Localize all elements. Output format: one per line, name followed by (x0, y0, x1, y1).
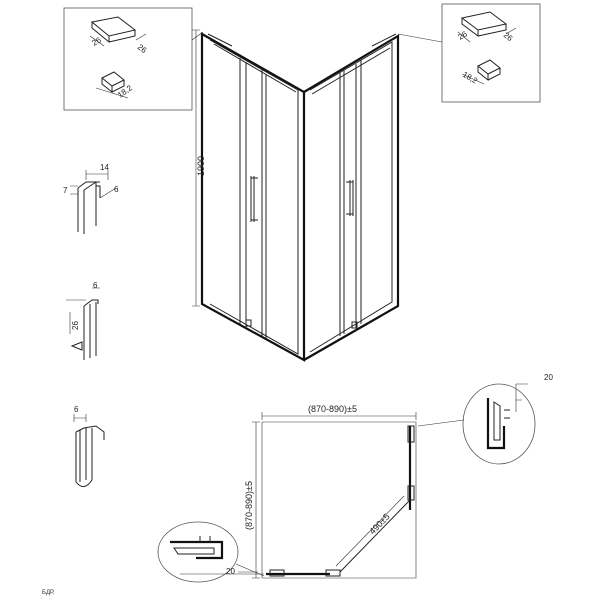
detail-circle-right: 20 (417, 373, 553, 465)
corner-cap-small-left (95, 71, 129, 99)
plan-view: (870-890)±5 (870-890)±5 490±5 (244, 404, 417, 579)
profile1-wall: 6 (114, 185, 119, 194)
side-width-dimension: (870-890)±5 (244, 481, 254, 530)
profile1-height: 7 (63, 186, 68, 195)
profile2-height: 26 (71, 321, 80, 330)
detail-left-offset: 20 (226, 567, 235, 576)
detail-circle-left: 20 (157, 521, 265, 583)
corner-cap-large-left (89, 16, 147, 47)
corner-cap-large-right (457, 11, 517, 43)
corner-cap-small-right (461, 59, 501, 85)
profile-section-2: 6 26 (66, 281, 100, 360)
handle-left (250, 176, 258, 222)
height-dimension: 1900 (196, 156, 206, 176)
profile1-width: 14 (100, 163, 109, 172)
shower-enclosure: 1900 (192, 29, 400, 362)
detail-box-top-right: 26 26 18,2 (397, 3, 541, 103)
detail-right-offset: 20 (544, 373, 553, 382)
diagonal-dimension: 490±5 (367, 511, 392, 536)
profile2-wall: 6 (93, 281, 98, 290)
footnote: БДР. (42, 590, 55, 596)
front-width-dimension: (870-890)±5 (308, 404, 357, 414)
handle-right (346, 180, 354, 216)
profile-section-3: 6 (73, 405, 105, 487)
detail-box-top-left: 26 26 18,2 (63, 7, 204, 111)
profile3-wall: 6 (74, 405, 79, 414)
profile-section-1: 14 7 6 (63, 163, 119, 234)
